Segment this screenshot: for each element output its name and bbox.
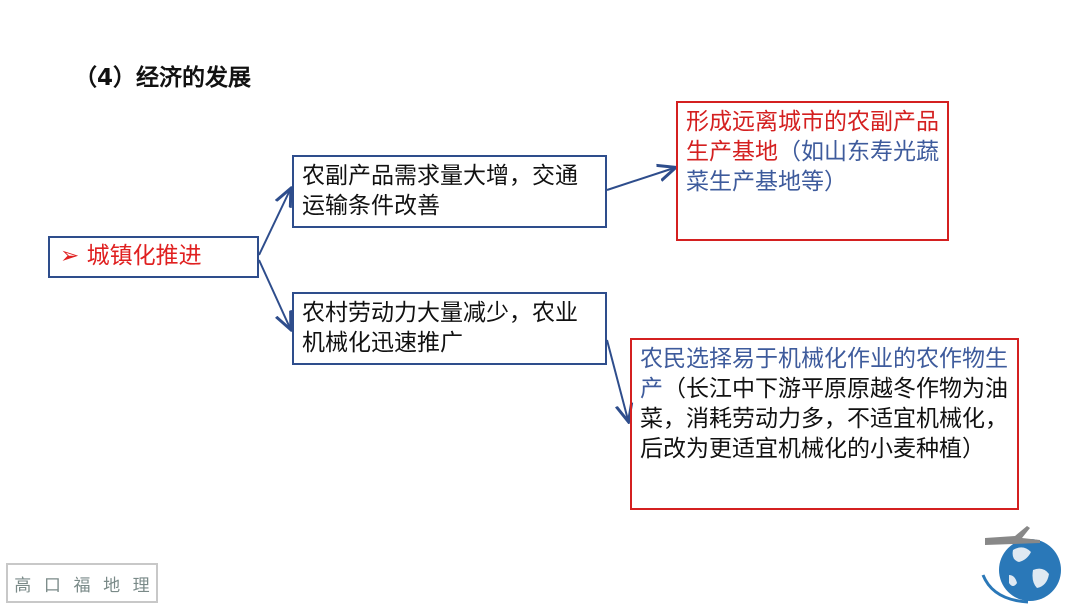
page-title: （4）经济的发展 [74,65,252,91]
crop-choice-text: 农民选择易于机械化作业的农作物生产 [640,346,1008,402]
node-production-base: 形成远离城市的农副产品生产基地（如山东寿光蔬菜生产基地等） [676,101,949,241]
root-label: 城镇化推进 [86,243,202,269]
bullet-arrow-icon: ➢ [60,243,80,269]
arrow-bottom-to-result [606,339,628,420]
root-node-urbanization: ➢ 城镇化推进 [48,236,259,278]
node-crop-choice: 农民选择易于机械化作业的农作物生产（长江中下游平原原越冬作物为油菜，消耗劳动力多… [630,338,1019,510]
footer-logo: 高口福地理 [6,563,158,603]
crop-choice-example: （长江中下游平原原越冬作物为油菜，消耗劳动力多，不适宜机械化，后改为更适宜机械化… [640,376,1008,462]
node-labor-mechanization: 农村劳动力大量减少，农业机械化迅速推广 [292,292,607,365]
production-base-example: （如山东寿光蔬菜生产基地等） [686,139,939,195]
globe-airplane-icon [981,526,1061,604]
arrow-root-to-bottom [258,259,290,328]
production-base-text: 形成远离城市的农副产品生产基地 [686,109,939,165]
node-demand-transport: 农副产品需求量大增，交通运输条件改善 [292,155,607,228]
arrow-root-to-top [258,190,290,256]
arrow-top-to-result [606,168,674,191]
